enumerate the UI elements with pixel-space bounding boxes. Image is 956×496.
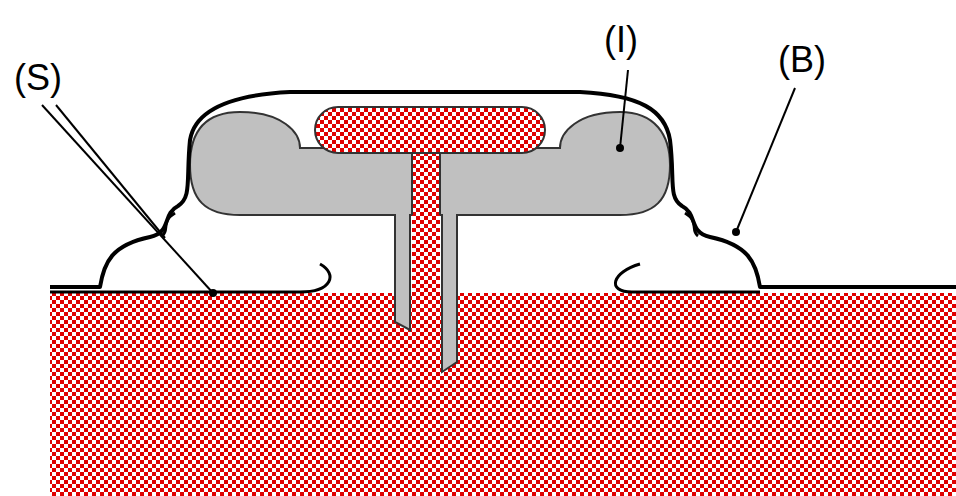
callout-label: (I) <box>604 22 638 58</box>
cap-layer <box>50 92 956 287</box>
leader-line <box>56 105 165 238</box>
stem-head <box>315 107 545 153</box>
callout-label: (S) <box>14 60 62 96</box>
leader-line <box>736 88 795 232</box>
sheet-layer <box>615 264 760 292</box>
leader-line <box>620 70 628 148</box>
substrate <box>50 293 956 496</box>
callout-label: (B) <box>778 42 826 78</box>
leader-line <box>42 105 213 293</box>
stem <box>412 150 440 300</box>
